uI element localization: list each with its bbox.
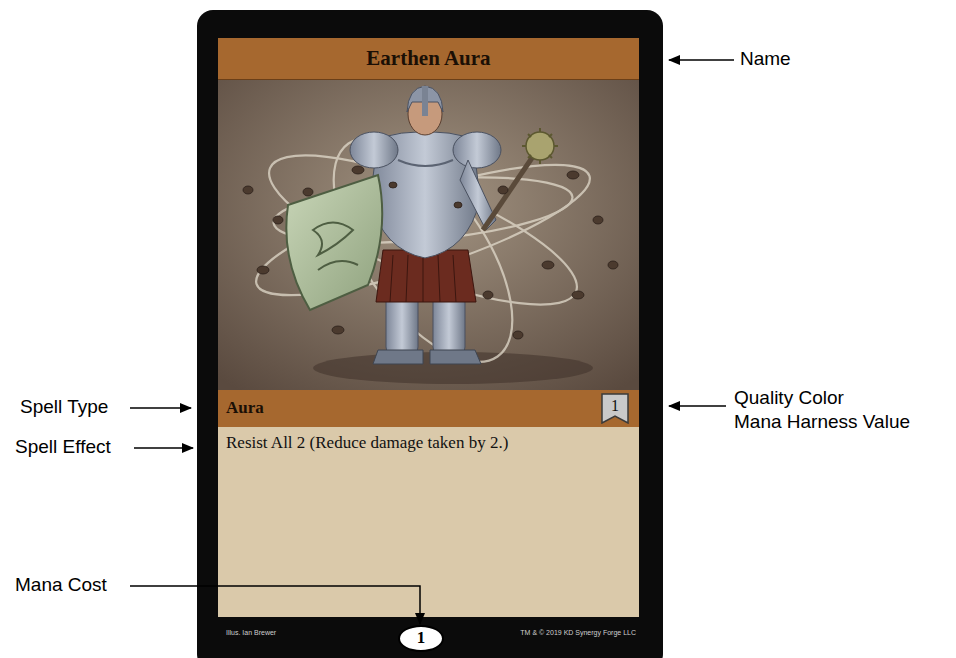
mana-cost-value: 1	[417, 628, 426, 648]
leader-arrow	[130, 407, 191, 409]
callout-name: Name	[740, 48, 791, 70]
name-bar: Earthen Aura	[218, 38, 639, 80]
leader-arrow	[669, 405, 726, 407]
illustrator-credit: Illus. Ian Brewer	[226, 629, 276, 636]
callout-spell-type: Spell Type	[20, 396, 108, 418]
callout-quality-color: Quality Color	[734, 387, 844, 409]
mana-cost-oval: 1	[398, 625, 444, 652]
copyright-notice: TM & © 2019 KD Synergy Forge LLC	[520, 629, 636, 636]
type-bar: Aura 1	[218, 390, 639, 427]
spell-effect: Resist All 2 (Reduce damage taken by 2.)	[226, 433, 631, 453]
mana-harness-value: 1	[611, 396, 619, 415]
effect-box: Resist All 2 (Reduce damage taken by 2.)	[218, 427, 639, 617]
callout-mana-harness: Mana Harness Value	[734, 411, 910, 433]
card-frame: Illus. Ian Brewer TM & © 2019 KD Synergy …	[197, 10, 663, 658]
card-illustration	[218, 80, 639, 390]
spell-type: Aura	[226, 398, 264, 418]
leader-arrow	[669, 59, 734, 61]
callout-spell-effect: Spell Effect	[15, 436, 111, 458]
leader-arrow	[134, 447, 193, 449]
quality-badge: 1	[601, 393, 629, 424]
spell-name: Earthen Aura	[366, 46, 490, 71]
callout-mana-cost: Mana Cost	[15, 574, 107, 596]
